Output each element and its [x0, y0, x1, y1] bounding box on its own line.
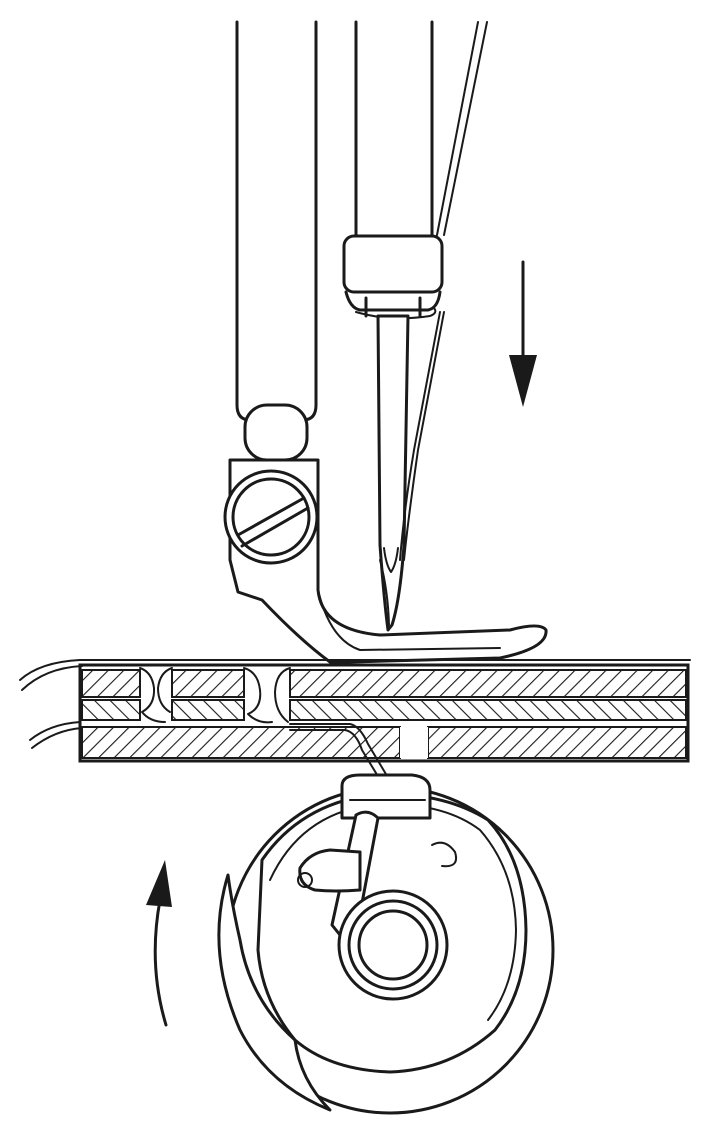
tension-spring	[431, 841, 458, 868]
needle-clamp	[342, 234, 444, 320]
needle-bar	[354, 20, 434, 240]
upper-thread	[436, 21, 488, 236]
needle-direction-arrow	[509, 260, 537, 407]
needle	[376, 314, 410, 632]
needle-thread	[399, 311, 445, 561]
bobbin	[337, 889, 449, 1001]
bobbin-latch	[297, 810, 380, 942]
stitch-threads	[19, 659, 691, 873]
presser-foot-screw	[223, 469, 319, 565]
presser-bar	[235, 20, 318, 462]
fabric-layers	[78, 663, 690, 763]
hook-rotation-arrow	[146, 860, 172, 1027]
